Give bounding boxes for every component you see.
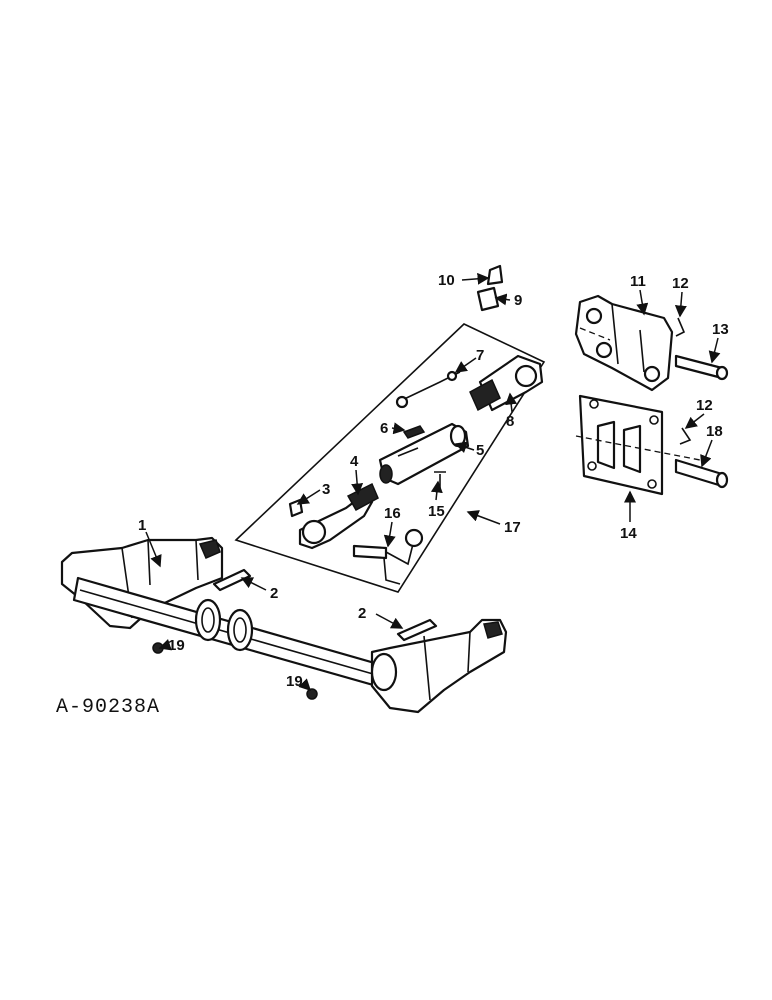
callout-19-right: 19 [286, 673, 303, 690]
callout-14: 14 [620, 525, 637, 542]
mounting-plate [575, 394, 701, 496]
hair-clip-12-upper [675, 317, 686, 337]
callout-12-upper: 12 [672, 275, 689, 292]
callout-18: 18 [706, 423, 723, 440]
nut-19-right [306, 688, 318, 700]
lower-link-end [298, 482, 379, 550]
callout-8: 8 [506, 413, 514, 430]
callout-19-left: 19 [168, 637, 185, 654]
kit-outline [234, 323, 546, 593]
callout-3: 3 [322, 481, 330, 498]
clip-9 [476, 286, 500, 312]
pin-2-lower [396, 618, 438, 642]
pin-with-handle [352, 528, 424, 585]
callout-5: 5 [476, 442, 484, 459]
callout-7: 7 [476, 347, 484, 364]
small-pin [434, 471, 446, 488]
cross-shaft-assembly [60, 536, 508, 714]
callout-10: 10 [438, 272, 455, 289]
lock-pin [402, 425, 426, 439]
callout-6: 6 [380, 420, 388, 437]
turnbuckle-tube [378, 422, 470, 486]
leader-lines [145, 272, 721, 692]
top-link-end [469, 354, 544, 412]
callout-16: 16 [384, 505, 401, 522]
callout-4: 4 [350, 453, 359, 470]
callout-1: 1 [138, 517, 146, 534]
callout-11: 11 [630, 273, 646, 290]
pin-13 [674, 354, 729, 381]
callout-17: 17 [504, 519, 521, 536]
check-chain [395, 370, 461, 409]
pin-2-upper [212, 568, 252, 592]
callout-2-upper: 2 [270, 585, 278, 602]
callouts: 1 2 2 3 4 5 6 7 8 9 10 11 12 12 13 14 15… [138, 272, 729, 690]
top-link-bracket [574, 294, 674, 392]
hair-clip-12-lower [679, 427, 692, 445]
pin-18 [674, 458, 729, 489]
callout-13: 13 [712, 321, 729, 338]
callout-12-lower: 12 [696, 397, 713, 414]
clip-10 [486, 264, 504, 286]
reference-number: A-90238A [56, 696, 160, 719]
callout-9: 9 [514, 292, 522, 309]
callout-15: 15 [428, 503, 445, 520]
callout-2-lower: 2 [358, 605, 366, 622]
